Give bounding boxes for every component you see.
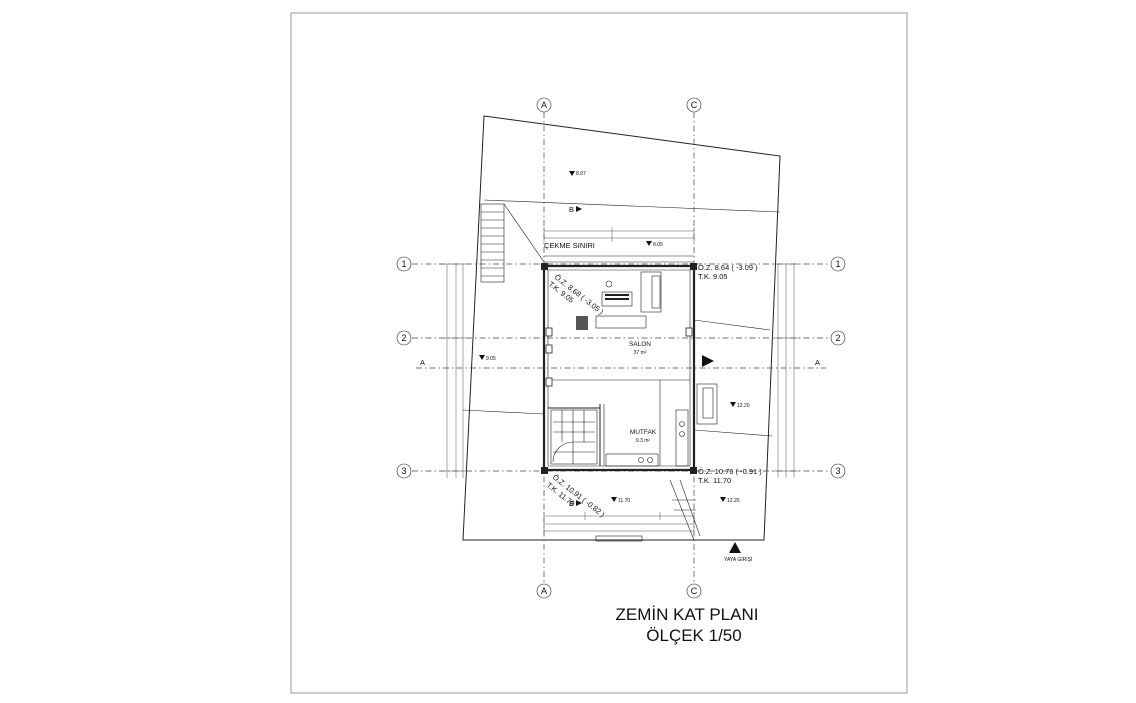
dimension-chain-left [441, 263, 469, 478]
entry-box [696, 383, 718, 425]
interior-partitions [548, 379, 690, 466]
axis-bubble-col-c-bottom: C [686, 583, 702, 599]
axis-bubble-col-c-top: C [686, 97, 702, 113]
svg-text:C: C [691, 100, 698, 110]
svg-text:12.20: 12.20 [727, 498, 740, 504]
svg-text:B: B [569, 499, 574, 508]
room-name-salon: SALON [629, 341, 651, 348]
spot-level-right: 12.20 [730, 402, 750, 409]
svg-text:A: A [815, 358, 820, 367]
svg-text:B: B [569, 205, 574, 214]
svg-text:3: 3 [835, 466, 840, 476]
axis-bubble-row-3-right: 3 [830, 463, 846, 479]
setback-label: ÇEKME SINIRI [544, 241, 595, 250]
drawing-title: ZEMİN KAT PLANI [616, 605, 759, 624]
axis-bubble-row-3-left: 3 [396, 463, 412, 479]
section-arrow-right [702, 355, 714, 367]
axis-bubble-row-2-left: 2 [396, 330, 412, 346]
internal-stair [550, 409, 598, 465]
svg-text:8.97: 8.97 [576, 171, 586, 177]
svg-text:A: A [420, 358, 425, 367]
axis-bubble-row-1-left: 1 [396, 256, 412, 272]
axis-bubble-row-2-right: 2 [830, 330, 846, 346]
room-area-salon: 37 m² [634, 350, 647, 356]
dimension-chain-top [543, 227, 695, 242]
section-mark-right: A [815, 358, 820, 367]
svg-text:11.70: 11.70 [618, 498, 630, 504]
entrance-arrow [729, 542, 741, 553]
spot-level-north: 8.97 [569, 171, 586, 177]
site-lines [462, 199, 781, 542]
axis-bubble-col-a-bottom: A [536, 583, 552, 599]
spot-level-bottom-right: 12.20 [720, 497, 740, 504]
kitchen-counter [605, 409, 689, 467]
level-bottom-right-dz: Ö.Z. 10.76 ( -0.91 ) [698, 467, 762, 476]
room-name-mutfak: MUTFAK [630, 429, 657, 436]
svg-text:3: 3 [401, 466, 406, 476]
section-mark-top: B [569, 205, 582, 214]
exterior-stair [480, 203, 545, 283]
level-bottom-right-tk: T.K. 11.70 [698, 476, 731, 485]
svg-text:1: 1 [401, 259, 406, 269]
section-mark-left: A [420, 358, 425, 367]
spot-level-left: 9.05 [479, 355, 496, 362]
svg-text:A: A [541, 100, 547, 110]
svg-text:12.20: 12.20 [737, 403, 750, 409]
axis-grid [412, 112, 829, 583]
svg-text:2: 2 [835, 333, 840, 343]
plot-boundary [462, 115, 781, 541]
svg-text:C: C [691, 586, 698, 596]
dimension-chain-right [772, 263, 800, 478]
axis-bubble-col-a-top: A [536, 97, 552, 113]
section-mark-bottom: B [569, 499, 582, 508]
svg-text:1: 1 [835, 259, 840, 269]
spot-level-bottom: 11.70 [611, 497, 630, 504]
entrance-steps [669, 479, 701, 541]
structural-columns [541, 263, 697, 474]
axis-bubble-row-1-right: 1 [830, 256, 846, 272]
entrance-label: YAYA GİRİŞİ [724, 556, 752, 563]
dimension-chain-bottom [543, 512, 695, 535]
sheet-border [290, 12, 908, 694]
level-top-right-tk: T.K. 9.05 [698, 272, 728, 281]
level-top-right-dz: Ö.Z. 8.64 ( -3.09 ) [698, 263, 758, 272]
svg-text:2: 2 [401, 333, 406, 343]
spot-level-front: 8.05 [646, 241, 663, 248]
svg-text:9.05: 9.05 [486, 356, 496, 362]
drawing-scale: ÖLÇEK 1/50 [646, 626, 741, 645]
svg-text:8.05: 8.05 [653, 242, 663, 248]
svg-text:A: A [541, 586, 547, 596]
room-area-mutfak: 9.3 m² [636, 438, 651, 444]
living-furniture [576, 271, 662, 330]
